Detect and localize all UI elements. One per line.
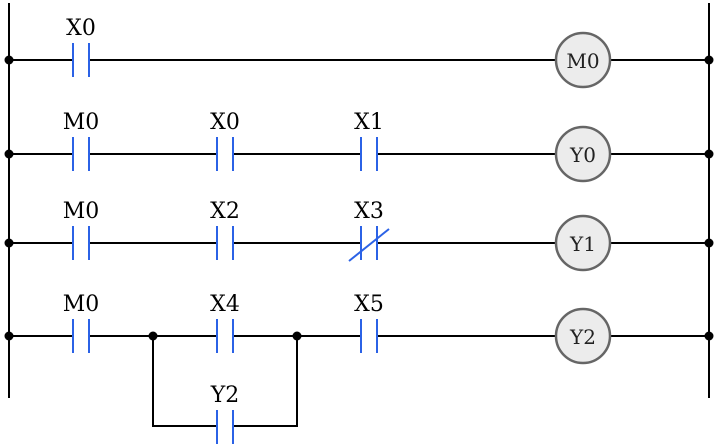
contact-label: X5 (354, 292, 384, 317)
contact-label: X1 (354, 110, 384, 135)
coil-circle (554, 307, 612, 365)
contact-x1-no: X1 (354, 110, 384, 171)
right-junction-dot (704, 331, 714, 341)
contact-label: X0 (210, 110, 240, 135)
contact-y2-no: Y2 (210, 383, 240, 444)
contact-x0-no: X0 (66, 16, 96, 77)
left-junction-dot (4, 55, 14, 65)
contact-x2-no: X2 (210, 199, 240, 260)
contact-label: X4 (210, 292, 240, 317)
parallel-branch: Y2 (148, 331, 302, 444)
coil-y2: Y2 (554, 307, 612, 365)
contact-label: X3 (354, 199, 384, 224)
contact-label: M0 (63, 110, 100, 135)
coil-label: M0 (566, 49, 599, 73)
contact-m0-no: M0 (63, 199, 100, 260)
coil-circle (554, 31, 612, 89)
right-junction-dot (704, 55, 714, 65)
coil-circle (554, 214, 612, 272)
contact-m0-no: M0 (63, 292, 100, 353)
contact-label: M0 (63, 292, 100, 317)
contact-x3-nc: X3 (348, 199, 390, 262)
right-junction-dot (704, 149, 714, 159)
contact-label: Y2 (210, 383, 240, 408)
contact-x5-no: X5 (354, 292, 384, 353)
coil-y0: Y0 (554, 125, 612, 183)
coil-y1: Y1 (554, 214, 612, 272)
coil-label: Y1 (569, 232, 596, 256)
left-junction-dot (4, 331, 14, 341)
contact-m0-no: M0 (63, 110, 100, 171)
coil-circle (554, 125, 612, 183)
contact-nc-slash (348, 228, 390, 262)
right-junction-dot (704, 238, 714, 248)
contact-x4-no: X4 (210, 292, 240, 353)
contact-label: X2 (210, 199, 240, 224)
branch-wire (233, 336, 298, 427)
contact-x0-no: X0 (210, 110, 240, 171)
branch-wire (152, 336, 217, 427)
contact-label: X0 (66, 16, 96, 41)
coil-label: Y0 (569, 143, 596, 167)
left-junction-dot (4, 238, 14, 248)
coil-label: Y2 (569, 325, 596, 349)
left-junction-dot (4, 149, 14, 159)
coil-m0: M0 (554, 31, 612, 89)
contact-label: M0 (63, 199, 100, 224)
